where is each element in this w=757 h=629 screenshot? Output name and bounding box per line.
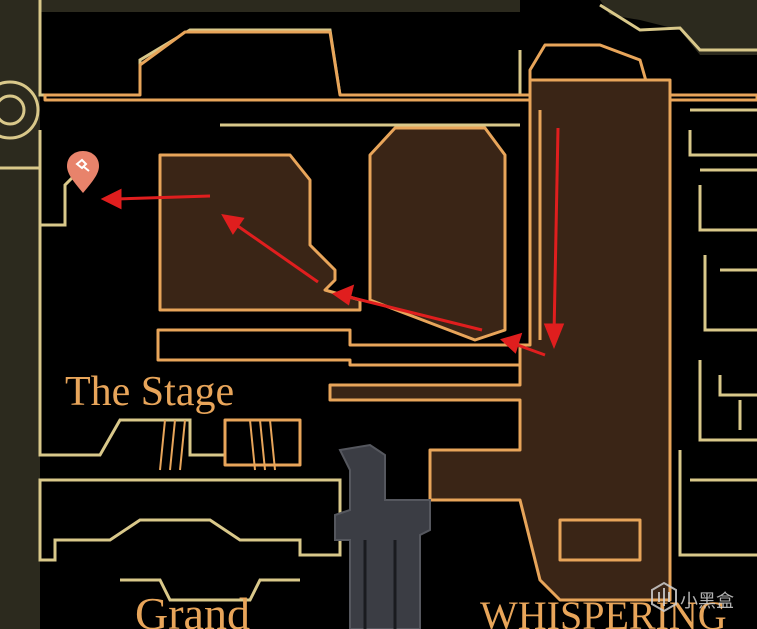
zone-label-whispering: WHISPERING [480,593,727,629]
zone-label-stage: The Stage [65,369,234,415]
route-arrow [100,188,211,210]
explored-rooms [43,30,757,602]
pin-icon [67,151,99,193]
map-pin[interactable] [67,151,99,193]
zone-label-grand: Grand [135,588,250,629]
route-arrow [221,214,319,284]
stage-pillars [159,419,276,471]
route-arrow [331,284,483,332]
heybox-logo-icon [651,581,677,613]
route-arrow [543,127,565,350]
route-arrow [500,332,546,357]
dark-passage [334,443,431,629]
route-arrows [100,127,565,357]
watermark-label: 小黑盒 [680,591,734,612]
watermark: 小黑盒 [651,581,734,613]
